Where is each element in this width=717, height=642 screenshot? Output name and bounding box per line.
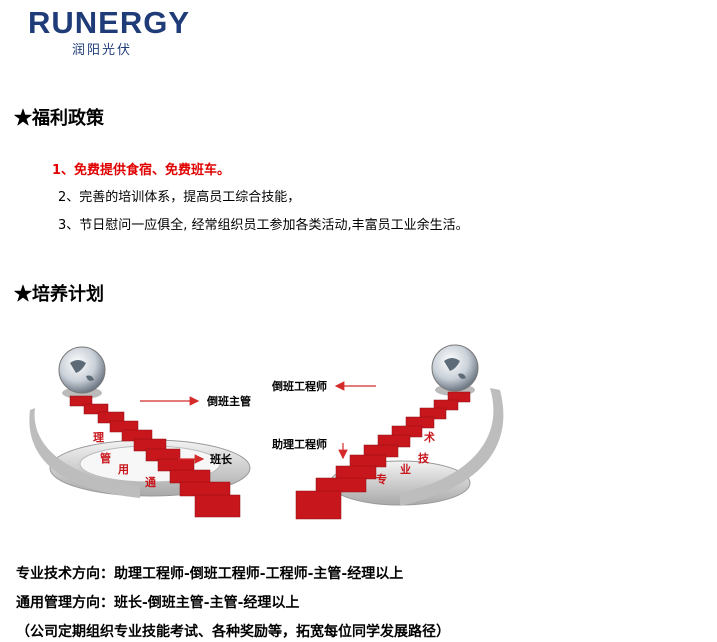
left-ladder: 倒班主管 班长 理 管 用 通 <box>29 346 251 518</box>
left-vertical-3: 用 <box>118 463 129 476</box>
welfare-item-3: 3、节日慰问一应俱全, 经常组织员工参加各类活动,丰富员工业余生活。 <box>58 218 469 233</box>
development-note: （公司定期组织专业技能考试、各种奖励等，拓宽每位同学发展路径） <box>16 624 450 640</box>
left-label-bottom: 班长 <box>210 452 233 466</box>
right-vertical-4: 专 <box>376 472 387 486</box>
technical-career-path: 专业技术方向：助理工程师-倒班工程师-工程师-主管-经理以上 <box>16 566 404 582</box>
right-label-bottom: 助理工程师 <box>272 437 327 451</box>
right-stairs <box>295 391 471 520</box>
right-ladder: 倒班工程师 助理工程师 术 技 业 专 <box>271 344 504 520</box>
right-label-top: 倒班工程师 <box>271 379 327 393</box>
left-globe-icon <box>58 346 106 394</box>
management-career-path: 通用管理方向：班长-倒班主管-主管-经理以上 <box>16 595 300 611</box>
company-logo: RUNERGY 润阳光伏 <box>28 5 198 59</box>
left-curve-rail <box>29 408 140 498</box>
welfare-item-1: 1、免费提供食宿、免费班车。 <box>52 163 231 178</box>
welfare-title: ★福利政策 <box>14 108 104 129</box>
right-vertical-3: 业 <box>400 462 411 476</box>
logo-wordmark: RUNERGY <box>28 5 191 40</box>
welfare-item-2: 2、完善的培训体系，提高员工综合技能， <box>58 190 301 205</box>
left-vertical-1: 理 <box>93 431 104 444</box>
training-title: ★培养计划 <box>14 284 104 305</box>
left-label-top: 倒班主管 <box>206 394 251 408</box>
left-vertical-4: 通 <box>145 476 156 489</box>
logo-subtitle: 润阳光伏 <box>72 43 133 58</box>
left-stairs <box>69 395 241 518</box>
career-ladder-illustration: 倒班主管 班长 理 管 用 通 倒班工程师 助理工程师 术 技 <box>29 344 504 520</box>
right-vertical-2: 技 <box>418 451 430 465</box>
right-globe-icon <box>431 344 479 392</box>
right-curve-rail <box>400 388 504 506</box>
right-vertical-1: 术 <box>423 430 435 444</box>
left-vertical-2: 管 <box>100 451 111 465</box>
